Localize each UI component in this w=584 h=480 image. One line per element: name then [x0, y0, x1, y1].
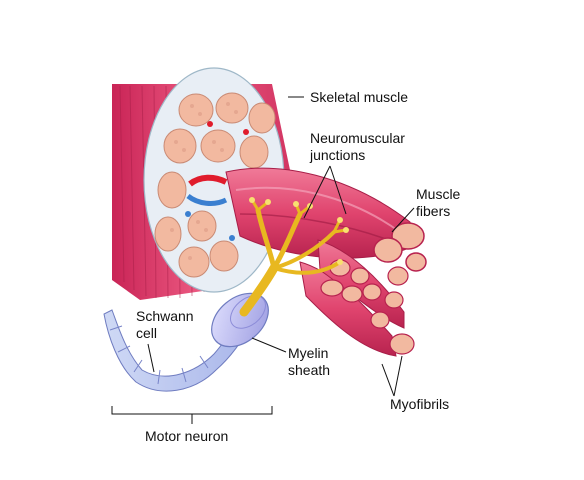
motor-neuron-axon — [103, 292, 269, 392]
junction-terminals — [249, 197, 349, 265]
label-skeletal-muscle: Skeletal muscle — [310, 89, 409, 105]
leader-junction-1 — [303, 165, 331, 219]
motor-neuron-bracket — [111, 406, 273, 415]
muscle-fibers-bundle — [225, 167, 427, 272]
leader-junction-2 — [329, 165, 347, 215]
leader-myelin-sheath — [251, 337, 287, 353]
label-muscle-fibers-line2: fibers — [416, 203, 451, 219]
label-schwann-cell-line2: cell — [136, 325, 158, 341]
label-schwann-cell-line1: Schwann — [136, 308, 194, 324]
leader-myofibrils-2 — [393, 355, 403, 397]
leader-muscle-fibers — [391, 207, 415, 233]
label-myelin-sheath-line2: sheath — [288, 362, 331, 378]
leader-lines — [111, 96, 415, 424]
label-muscle-fibers-line1: Muscle — [416, 186, 461, 202]
label-neuromuscular-line1: Neuromuscular — [310, 130, 405, 146]
label-motor-neuron: Motor neuron — [145, 428, 229, 444]
label-neuromuscular-line2: junctions — [310, 147, 366, 163]
label-myelin-sheath-line1: Myelin — [288, 345, 329, 361]
label-myofibrils: Myofibrils — [390, 396, 450, 412]
leader-myofibrils-1 — [381, 363, 395, 397]
leader-schwann-cell — [147, 343, 155, 373]
